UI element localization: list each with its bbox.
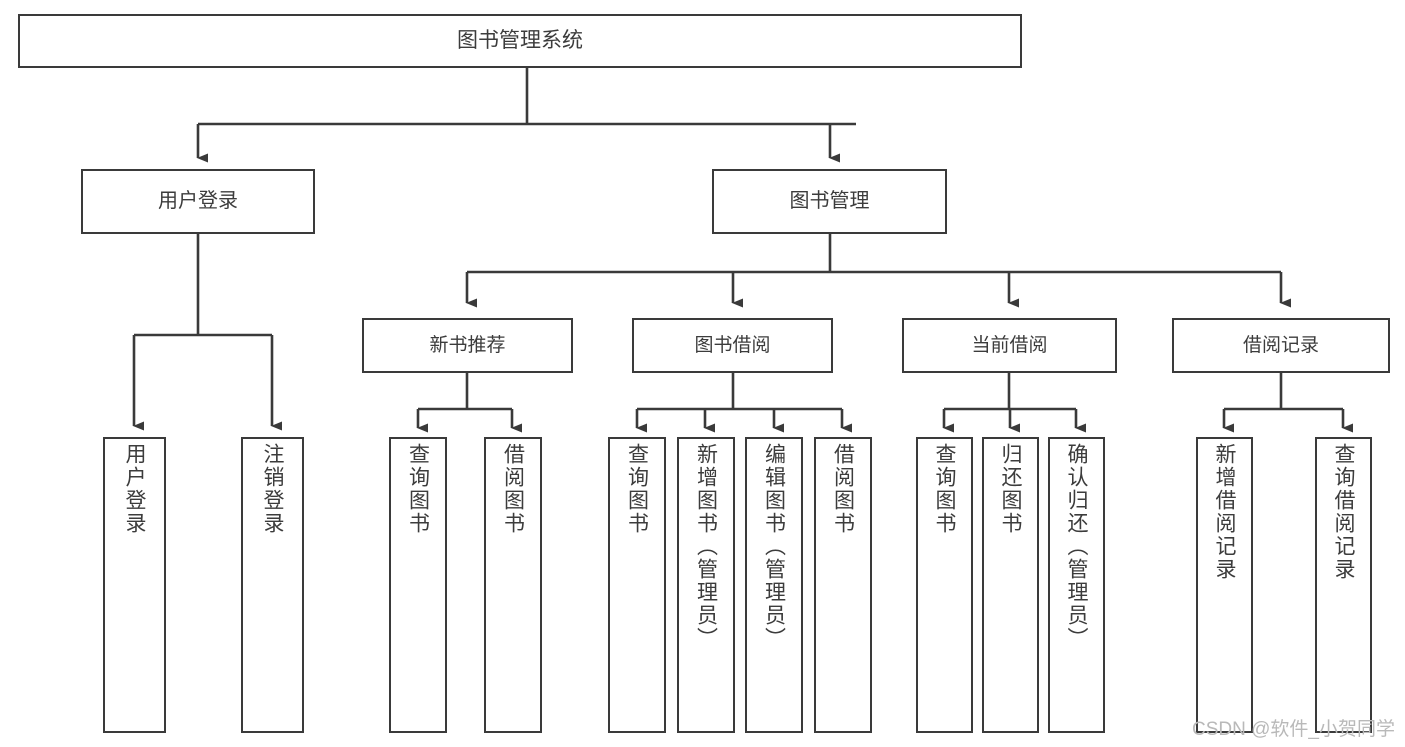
node-label: 用户登录 — [123, 443, 146, 535]
node-label: 借阅图书 — [501, 443, 525, 535]
node-book-borrow[interactable]: 图书借阅 — [632, 318, 833, 373]
node-label: 新书推荐 — [429, 334, 506, 356]
node-label: 图书借阅 — [694, 334, 771, 356]
node-user-login[interactable]: 用户登录 — [81, 169, 315, 234]
leaf-borrow-book-1[interactable]: 借阅图书 — [484, 437, 542, 733]
node-label: 用户登录 — [158, 190, 238, 213]
node-label: 查询图书 — [625, 443, 649, 535]
leaf-confirm-return[interactable]: 确认归还（管理员） — [1048, 437, 1105, 733]
node-label: 借阅图书 — [831, 443, 855, 535]
leaf-query-record[interactable]: 查询借阅记录 — [1315, 437, 1372, 733]
node-current-borrow[interactable]: 当前借阅 — [902, 318, 1117, 373]
leaf-add-record[interactable]: 新增借阅记录 — [1196, 437, 1253, 733]
leaf-query-book-1[interactable]: 查询图书 — [389, 437, 447, 733]
node-label: 当前借阅 — [971, 334, 1048, 356]
node-book-manage[interactable]: 图书管理 — [712, 169, 947, 234]
leaf-edit-book[interactable]: 编辑图书（管理员） — [745, 437, 803, 733]
node-label: 图书管理 — [789, 190, 870, 213]
node-new-book-recommend[interactable]: 新书推荐 — [362, 318, 573, 373]
leaf-return-book[interactable]: 归还图书 — [982, 437, 1039, 733]
node-label: 编辑图书（管理员） — [762, 443, 786, 650]
node-root-book-management-system[interactable]: 图书管理系统 — [18, 14, 1022, 68]
node-label: 归还图书 — [999, 443, 1022, 535]
node-label: 查询借阅记录 — [1332, 443, 1355, 581]
node-label: 新增借阅记录 — [1213, 443, 1236, 581]
node-label: 注销登录 — [261, 443, 284, 535]
leaf-user-logout[interactable]: 注销登录 — [241, 437, 304, 733]
node-label: 查询图书 — [933, 443, 956, 535]
node-label: 借阅记录 — [1242, 334, 1319, 356]
leaf-borrow-book-2[interactable]: 借阅图书 — [814, 437, 872, 733]
node-borrow-record[interactable]: 借阅记录 — [1172, 318, 1390, 373]
node-label: 确认归还（管理员） — [1065, 443, 1088, 650]
leaf-query-book-2[interactable]: 查询图书 — [608, 437, 666, 733]
node-label: 查询图书 — [406, 443, 430, 535]
leaf-add-book[interactable]: 新增图书（管理员） — [677, 437, 735, 733]
leaf-user-login[interactable]: 用户登录 — [103, 437, 166, 733]
leaf-query-book-3[interactable]: 查询图书 — [916, 437, 973, 733]
node-label: 新增图书（管理员） — [694, 443, 718, 650]
node-label: 图书管理系统 — [457, 29, 583, 53]
